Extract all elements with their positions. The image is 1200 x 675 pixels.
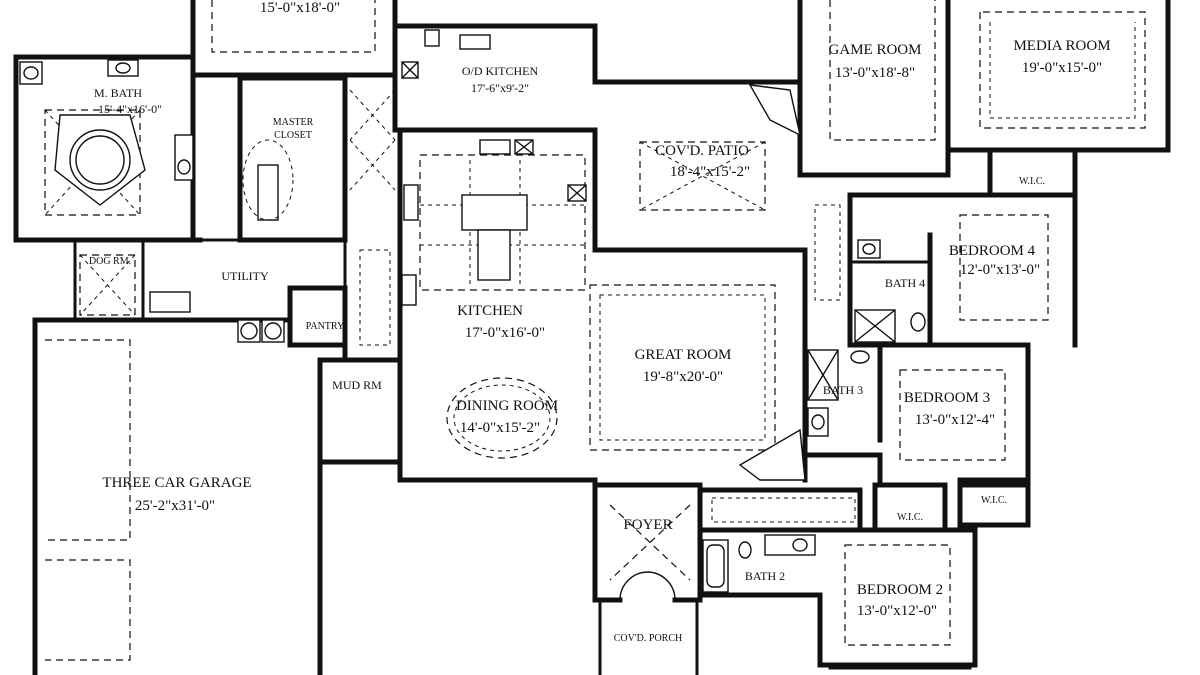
utility-name: UTILITY [221,269,269,283]
great-room-dimension: 19'-8"x20'-0" [643,369,723,385]
wic-bedroom3-name: W.I.C. [981,495,1007,506]
bedroom2-name: BEDROOM 2 [857,582,943,598]
media-room-dimension: 19'-0"x15'-0" [1022,60,1102,76]
dining-room-dimension: 14'-0"x15'-2" [460,420,540,436]
bedroom3-name: BEDROOM 3 [904,390,990,406]
bedroom4-name: BEDROOM 4 [949,243,1036,259]
covd-porch-name: COV'D. PORCH [614,633,682,644]
master-closet-name-line1: MASTER [273,117,314,128]
dining-room-name: DINING ROOM [456,398,558,414]
bath3-name: BATH 3 [823,383,863,397]
garage-name: THREE CAR GARAGE [102,475,251,491]
bedroom3-dimension: 13'-0"x12'-4" [915,412,995,428]
fixtures [19,29,926,601]
dog-room-name: DOG RM. [89,256,131,267]
room-labels: 15'-0"x18'-0" O/D KITCHEN 17'-6"x9'-2" G… [89,0,1111,644]
game-room-name: GAME ROOM [829,42,922,58]
media-room-name: MEDIA ROOM [1013,38,1110,54]
garage-dimension: 25'-2"x31'-0" [135,498,215,514]
kitchen-dimension: 17'-0"x16'-0" [465,325,545,341]
covd-patio-dimension: 18'-4"x15'-2" [670,164,750,180]
bedroom2-dimension: 13'-0"x12'-0" [857,603,937,619]
m-bath-name: M. BATH [94,86,142,100]
ceiling-lines [44,0,1146,661]
game-room-dimension: 13'-0"x18'-8" [835,65,915,81]
bath4-name: BATH 4 [885,276,925,290]
wic-bedroom4-name: W.I.C. [1019,176,1045,187]
wic-bedroom2-name: W.I.C. [897,512,923,523]
walls [13,0,1171,675]
od-kitchen-name: O/D KITCHEN [462,64,539,78]
kitchen-name: KITCHEN [457,303,523,319]
pantry-name: PANTRY [306,321,345,332]
master-bedroom-dimension: 15'-0"x18'-0" [260,0,340,16]
bedroom4-dimension: 12'-0"x13'-0" [960,262,1040,278]
master-closet-name-line2: CLOSET [274,130,312,141]
od-kitchen-dimension: 17'-6"x9'-2" [471,81,529,95]
mud-room-name: MUD RM [332,378,382,392]
m-bath-dimension: 15'-4"x16'-0" [98,102,162,116]
great-room-name: GREAT ROOM [635,347,732,363]
bath2-name: BATH 2 [745,569,785,583]
covd-patio-name: COV'D. PATIO [655,143,749,159]
foyer-name: FOYER [623,517,672,533]
